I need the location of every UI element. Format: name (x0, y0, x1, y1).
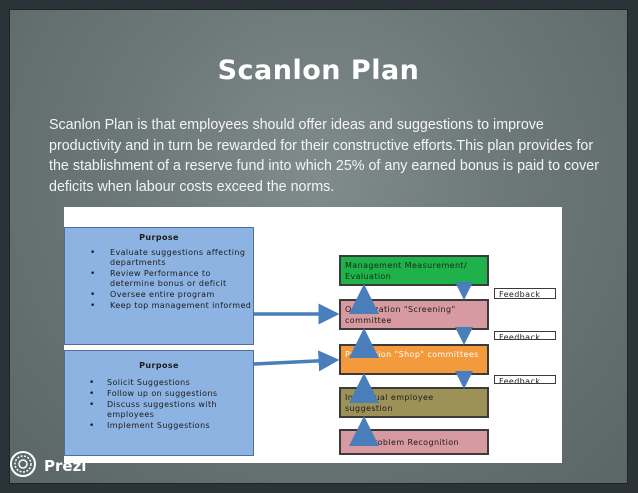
scanlon-diagram: Purpose Evaluate suggestions affecting d… (64, 207, 562, 463)
list-item: Review Performance to determine bonus or… (65, 269, 253, 289)
flow-problem-recognition: Problem Recognition (339, 429, 489, 455)
slide-paragraph: Scanlon Plan is that employees should of… (49, 117, 599, 195)
list-item: Keep top management informed (65, 301, 253, 311)
list-item: Solicit Suggestions (65, 378, 253, 388)
purpose-title-bottom: Purpose (139, 361, 179, 370)
purpose-box-top: Purpose Evaluate suggestions affecting d… (64, 227, 254, 345)
flow-individual-suggestion: Individual employee suggestion (339, 387, 489, 418)
flow-screening-committee: Organization "Screening" committee (339, 299, 489, 330)
prezi-logo-icon (10, 451, 36, 477)
list-item: Implement Suggestions (65, 421, 253, 431)
list-item: Discuss suggestions with employees (65, 400, 253, 420)
purpose-title-top: Purpose (139, 233, 179, 242)
slide-title: Scanlon Plan (217, 55, 420, 86)
list-item: Follow up on suggestions (65, 389, 253, 399)
slide: Scanlon Plan Scanlon Plan is that employ… (9, 9, 628, 484)
purpose-list-top: Evaluate suggestions affecting departmen… (65, 248, 253, 311)
purpose-list-bottom: Solicit Suggestions Follow up on suggest… (65, 378, 253, 431)
purpose-box-bottom: Purpose Solicit Suggestions Follow up on… (64, 350, 254, 456)
flow-shop-committees: Production "Shop" committees (339, 344, 489, 375)
feedback-label: Feedback (494, 288, 556, 299)
flow-management-evaluation: Management Measurement/ Evaluation (339, 255, 489, 286)
feedback-label: Feedback (494, 331, 556, 340)
list-item: Evaluate suggestions affecting departmen… (65, 248, 253, 268)
prezi-logo[interactable]: Prezi (8, 450, 88, 478)
feedback-label: Feedback (494, 375, 556, 384)
arrow-purpose-bottom (253, 350, 340, 372)
prezi-brand-name: Prezi (44, 457, 87, 475)
list-item: Oversee entire program (65, 290, 253, 300)
